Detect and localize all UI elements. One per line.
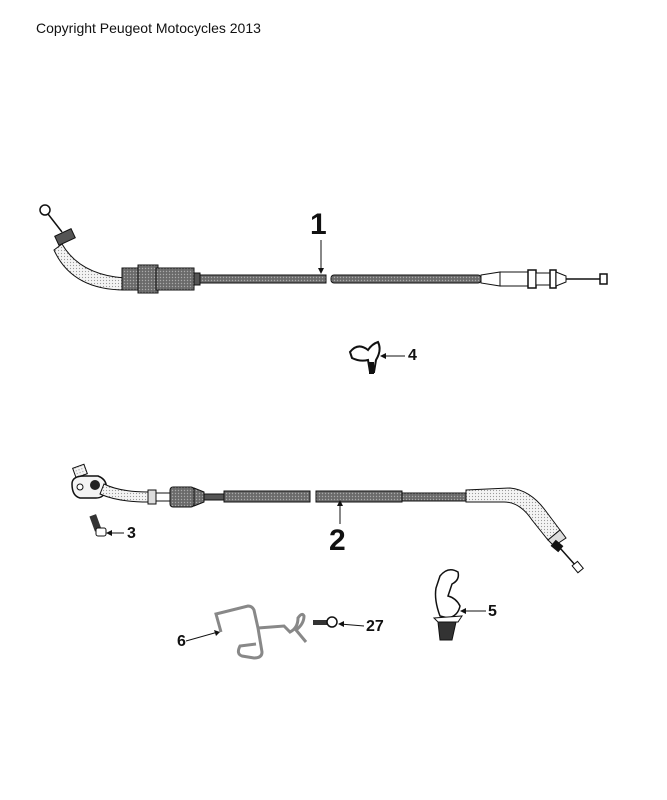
part-3-screw[interactable] [89,514,107,537]
part-5-clamp[interactable] [432,569,463,641]
callout-5[interactable]: 5 [488,603,497,620]
leader-line-6 [185,631,219,642]
callout-6[interactable]: 6 [177,633,186,650]
copyright-text: Copyright Peugeot Motocycles 2013 [36,20,261,36]
part-4-clip[interactable] [348,340,381,374]
callout-1[interactable]: 1 [310,208,327,241]
callout-3[interactable]: 3 [127,525,136,542]
callout-2[interactable]: 2 [329,524,346,557]
cable-1[interactable] [39,204,608,294]
part-6-bracket[interactable] [214,604,308,660]
part-27-screw[interactable] [313,616,338,628]
cable-2[interactable] [71,463,584,574]
callout-4[interactable]: 4 [408,347,417,364]
callout-27[interactable]: 27 [366,618,384,635]
